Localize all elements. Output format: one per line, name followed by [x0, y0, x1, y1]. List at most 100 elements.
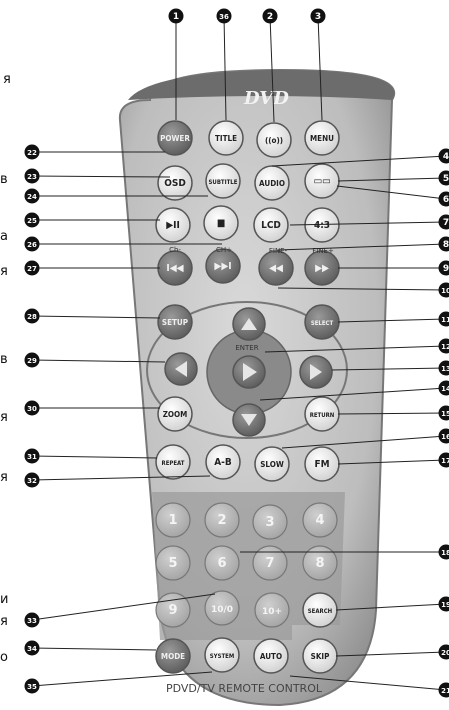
callout-number: 8	[443, 240, 449, 250]
cropped-text-fragment: я	[0, 410, 8, 425]
brand-logo: DVD	[243, 88, 289, 109]
digit-label: 10+	[262, 607, 282, 617]
callout-11: 11	[439, 312, 449, 327]
digit-button-8[interactable]: 8	[303, 546, 337, 580]
callout-number: 24	[27, 193, 37, 201]
power-label: POWER	[160, 134, 190, 143]
osd-button[interactable]: OSD	[158, 166, 192, 200]
fm-button[interactable]: FM	[305, 447, 339, 481]
callout-8: 8	[439, 237, 449, 252]
menu-button[interactable]: MENU	[305, 121, 339, 155]
menu-label: MENU	[310, 134, 334, 143]
callout-number: 21	[441, 687, 449, 695]
stop-button[interactable]: ■	[204, 206, 238, 240]
callout-number: 25	[27, 217, 37, 225]
callout-6: 6	[439, 192, 449, 207]
digit-button-10-0[interactable]: 10/0	[205, 591, 239, 625]
auto-button[interactable]: AUTO	[254, 639, 288, 673]
cropped-text-fragment: я	[0, 614, 8, 629]
callout-number: 35	[27, 683, 37, 691]
cropped-text-fragment: я	[3, 72, 11, 87]
digit-label: 7	[265, 556, 274, 571]
cropped-text-fragment: в	[0, 172, 8, 187]
digit-button-2[interactable]: 2	[205, 503, 239, 537]
callout-5: 5	[439, 171, 449, 186]
digit-button-7[interactable]: 7	[253, 546, 287, 580]
label-fine-minus: FINE-	[269, 247, 288, 255]
power-button[interactable]: POWER	[158, 121, 192, 155]
dpad-down-button[interactable]	[233, 404, 265, 436]
select-label: SELECT	[311, 320, 334, 327]
callout-15: 15	[439, 406, 449, 421]
digit-label: 4	[315, 513, 324, 528]
return-button[interactable]: RETURN	[305, 397, 339, 431]
callout-number: 17	[441, 457, 449, 465]
rewind-button[interactable]: ◀◀	[259, 251, 293, 285]
subtitle-label: SUBTITLE	[209, 179, 238, 186]
callout-number: 31	[27, 453, 37, 461]
lcd-button[interactable]: LCD	[254, 208, 288, 242]
callout-number: 19	[441, 601, 449, 609]
callout-2: 2	[263, 9, 278, 24]
digit-label: 3	[265, 515, 274, 530]
digit-button-1[interactable]: 1	[156, 503, 190, 537]
mode-label: MODE	[161, 652, 185, 661]
slow-button[interactable]: SLOW	[255, 447, 289, 481]
callout-27: 27	[25, 261, 40, 276]
digit-button-4[interactable]: 4	[303, 503, 337, 537]
zoom-label: ZOOM	[163, 410, 188, 419]
setup-label: SETUP	[162, 318, 188, 327]
callout-30: 30	[25, 401, 40, 416]
callout-number: 6	[443, 195, 449, 205]
cropped-text-fragment: о	[0, 650, 8, 665]
mode-button[interactable]: MODE	[156, 639, 190, 673]
digit-button-5[interactable]: 5	[156, 546, 190, 580]
dpad-right-button[interactable]	[300, 356, 332, 388]
subtitle-button[interactable]: SUBTITLE	[206, 164, 240, 198]
forward-button[interactable]: ▶▶	[305, 251, 339, 285]
callout-19: 19	[439, 597, 449, 612]
callout-20: 20	[439, 645, 449, 660]
dpad-center-button[interactable]	[233, 356, 265, 388]
search-button[interactable]: SEARCH	[303, 593, 337, 627]
zoom-button[interactable]: ZOOM	[158, 397, 192, 431]
pip-button[interactable]: ▭▭	[305, 164, 339, 198]
audio-label: AUDIO	[259, 179, 285, 188]
callout-23: 23	[25, 169, 40, 184]
title-button[interactable]: TITLE	[209, 121, 243, 155]
select-button[interactable]: SELECT	[305, 305, 339, 339]
repeat-label: REPEAT	[162, 460, 185, 467]
dpad-left-button[interactable]	[165, 353, 197, 385]
digit-button-3[interactable]: 3	[253, 505, 287, 539]
ab-label: A-B	[214, 457, 232, 468]
callout-33: 33	[25, 613, 40, 628]
dpad-up-button[interactable]	[233, 308, 265, 340]
digit-label: 6	[217, 556, 226, 571]
repeat-button[interactable]: REPEAT	[156, 445, 190, 479]
callout-number: 27	[27, 265, 37, 273]
setup-button[interactable]: SETUP	[158, 305, 192, 339]
callout-line-34	[32, 648, 156, 650]
callout-24: 24	[25, 189, 40, 204]
digit-button-6[interactable]: 6	[205, 546, 239, 580]
skip-button[interactable]: SKIP	[303, 639, 337, 673]
callout-14: 14	[439, 381, 449, 396]
callout-number: 26	[27, 241, 37, 249]
play-pause-button[interactable]: ▶II	[156, 208, 190, 242]
digit-button-10+[interactable]: 10+	[255, 593, 289, 627]
audio-wave-button[interactable]: ((o))	[257, 123, 291, 157]
ab-button[interactable]: A-B	[206, 445, 240, 479]
callout-number: 9	[443, 264, 449, 274]
callout-number: 34	[27, 645, 37, 653]
next-button[interactable]: ▶▶I	[206, 249, 240, 283]
lcd-label: LCD	[261, 220, 281, 231]
audio-button[interactable]: AUDIO	[255, 166, 289, 200]
callout-9: 9	[439, 261, 449, 276]
cropped-text-fragment: в	[0, 352, 8, 367]
callout-number: 23	[27, 173, 37, 181]
prev-button[interactable]: I◀◀	[158, 251, 192, 285]
callout-31: 31	[25, 449, 40, 464]
callout-18: 18	[439, 545, 449, 560]
search-label: SEARCH	[308, 608, 333, 615]
system-button[interactable]: SYSTEM	[205, 638, 239, 672]
